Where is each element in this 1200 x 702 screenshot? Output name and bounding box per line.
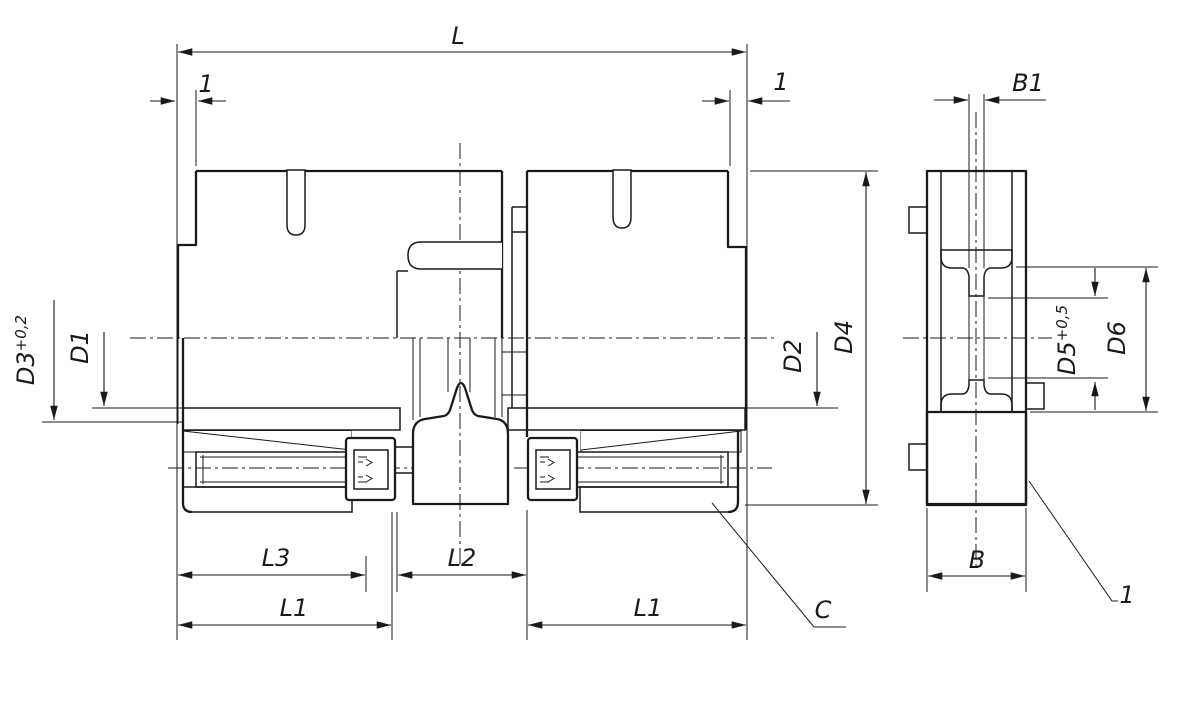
center-jaws [412,206,527,420]
dim-L: L [178,22,746,56]
dim-label-L: L [451,22,464,50]
left-hub-section [181,338,401,514]
dim-label-one-left: 1 [198,70,213,98]
dim-label-D5: D5+0,5 [1053,305,1081,375]
hub-section-band-left [182,407,401,431]
right-hub-section [507,338,748,514]
dim-B1: B1 [934,69,1046,104]
spider-tab [394,446,414,474]
clamp-slit-left [286,169,306,236]
hub-section-band-right [507,407,746,431]
clamping-screw-left [344,436,397,502]
dim-label-D2: D2 [779,339,807,373]
elastomer-spider-front [394,381,510,506]
dim-one-right: 1 [702,68,790,105]
side-view [903,112,1052,568]
hex-socket-left [353,449,389,490]
leader-C: C [711,502,846,628]
jaw-slot-left [407,241,502,270]
dimensions: L 1 1 B1 D1 D3+0,2 [12,22,1158,640]
spider-tab-side [908,443,928,471]
hub-section-bottom-left [182,486,353,513]
leader-label-item-1: 1 [1119,581,1134,609]
keyway-tab-right [1025,382,1045,410]
dim-label-L1-left: L1 [280,594,309,622]
dim-label-L3: L3 [262,544,291,572]
clamp-slit-right [612,169,632,229]
front-view [130,143,778,568]
centerlines-side [903,112,1052,568]
hub-section-bottom-right [579,486,739,513]
dim-D3: D3+0,2 [12,300,58,420]
dim-label-B1: B1 [1012,69,1044,97]
dim-B: B [928,546,1025,580]
extension-lines [42,44,1158,640]
dim-D6: D6 [1103,268,1150,411]
leader-item-1: 1 [1028,480,1135,609]
dim-L2: L2 [398,544,526,579]
left-hub [176,169,504,424]
dim-L3: L3 [178,544,365,579]
clamping-screw-right [526,436,579,502]
dim-label-B: B [969,546,985,574]
dim-one-left: 1 [150,70,226,105]
dim-D5: D5+0,5 [1053,268,1099,410]
right-hub [525,169,748,437]
dim-label-one-right: 1 [773,68,788,96]
dim-label-L1-right: L1 [634,594,663,622]
dim-label-D6: D6 [1103,321,1131,355]
section-arrow-icon [547,458,555,483]
dim-label-L2: L2 [448,544,477,572]
dim-D2: D2 [779,332,821,406]
dim-label-D4: D4 [830,320,858,354]
section-arrow-icon [365,458,373,483]
dim-D1: D1 [66,330,108,406]
dim-L1-right: L1 [528,594,746,629]
dim-L1-left: L1 [178,594,391,629]
dim-label-D1: D1 [66,330,94,364]
screw-head-right [526,436,579,502]
dim-D4: D4 [830,172,870,504]
keyway-tab-upper [908,206,928,234]
leader-label-C: C [815,596,832,624]
hex-socket-right [535,449,571,490]
dim-label-D3: D3+0,2 [12,315,40,385]
